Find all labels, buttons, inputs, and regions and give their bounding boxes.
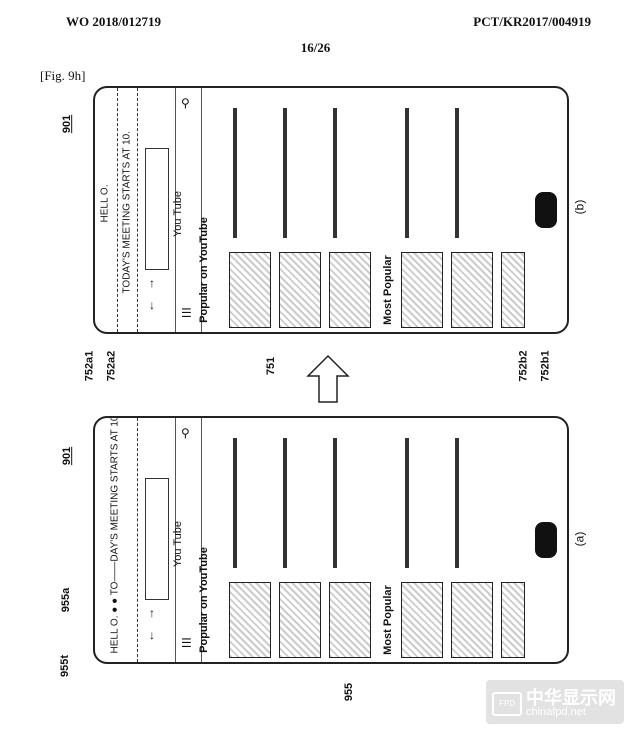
menu-icon-a[interactable]: ☰: [181, 636, 192, 650]
back-arrow-icon[interactable]: ↓: [149, 628, 155, 642]
most-popular-title-a: Most Popular: [381, 585, 394, 655]
watermark-cn: 中华显示网: [526, 688, 616, 708]
video-thumb-a3[interactable]: [329, 582, 371, 658]
title-bar-a3: [333, 438, 337, 568]
application-number: PCT/KR2017/004919: [473, 14, 591, 29]
ref-751: 751: [265, 356, 278, 376]
video-thumb-a1[interactable]: [229, 582, 271, 658]
home-button-a[interactable]: [535, 522, 557, 558]
title-bar-b4: [405, 108, 409, 238]
search-icon-a[interactable]: ⚲: [181, 426, 190, 440]
strip-text-a: HELL O. ● ● TO——DAY'S MEETING STARTS AT …: [109, 416, 121, 654]
phone-b: HELL O. TODAY'S MEETING STARTS AT 10. ↓ …: [93, 86, 569, 334]
page-number: 16/26: [300, 40, 331, 55]
strip-text-b1: HELL O.: [99, 184, 111, 223]
caption-a: (a): [572, 531, 587, 547]
watermark-en: chinafpd.net: [526, 706, 586, 718]
watermark: FPD 中华显示网 chinafpd.net: [486, 680, 624, 724]
search-icon-b[interactable]: ⚲: [181, 96, 190, 110]
title-bar-a2: [283, 438, 287, 568]
watermark-logo: FPD: [492, 692, 522, 716]
menu-icon-b[interactable]: ☰: [181, 306, 192, 320]
ref-955: 955: [343, 682, 356, 702]
popular-title-b: Popular on YouTube: [197, 217, 210, 323]
ref-752b2: 752b2: [517, 350, 530, 382]
caption-b: (b): [572, 199, 587, 215]
forward-arrow-icon[interactable]: ↑: [149, 276, 155, 290]
browser-toolbar-b: ↓ ↑: [137, 88, 176, 332]
home-button-b[interactable]: [535, 192, 557, 228]
title-bar-a5: [455, 438, 459, 568]
status-strip-b: HELL O.: [95, 88, 118, 332]
video-thumb-a2[interactable]: [279, 582, 321, 658]
most-popular-title-b: Most Popular: [381, 255, 394, 325]
video-thumb-a6[interactable]: [501, 582, 525, 658]
ref-955a: 955a: [60, 587, 73, 613]
title-bar-b3: [333, 108, 337, 238]
url-box-a[interactable]: [145, 478, 169, 600]
publication-number: WO 2018/012719: [66, 14, 161, 29]
forward-arrow-icon[interactable]: ↑: [149, 606, 155, 620]
video-thumb-a4[interactable]: [401, 582, 443, 658]
browser-toolbar-a: ↓ ↑: [137, 418, 176, 662]
title-bar-a1: [233, 438, 237, 568]
video-thumb-b3[interactable]: [329, 252, 371, 328]
strip-text-b2: TODAY'S MEETING STARTS AT 10.: [121, 130, 133, 294]
youtube-bar-a: You Tube ☰ ⚲: [172, 418, 202, 662]
url-box-b[interactable]: [145, 148, 169, 270]
video-thumb-a5[interactable]: [451, 582, 493, 658]
popular-title-a: Popular on YouTube: [197, 547, 210, 653]
transition-arrow-icon: [306, 354, 350, 403]
title-bar-a4: [405, 438, 409, 568]
youtube-logo-a[interactable]: You Tube: [172, 520, 185, 568]
video-thumb-b2[interactable]: [279, 252, 321, 328]
ref-752a1: 752a1: [83, 350, 96, 382]
youtube-logo-b[interactable]: You Tube: [172, 190, 185, 238]
ref-901-b: 901: [61, 114, 74, 134]
ref-901-a: 901: [61, 446, 74, 466]
ref-955t: 955t: [59, 654, 72, 678]
figure-label: [Fig. 9h]: [40, 68, 86, 83]
back-arrow-icon[interactable]: ↓: [149, 298, 155, 312]
video-thumb-b6[interactable]: [501, 252, 525, 328]
video-thumb-b5[interactable]: [451, 252, 493, 328]
video-thumb-b4[interactable]: [401, 252, 443, 328]
title-bar-b1: [233, 108, 237, 238]
status-strip-b2: TODAY'S MEETING STARTS AT 10.: [117, 88, 138, 332]
title-bar-b5: [455, 108, 459, 238]
status-strip-a: HELL O. ● ● TO——DAY'S MEETING STARTS AT …: [95, 418, 138, 662]
phone-a: HELL O. ● ● TO——DAY'S MEETING STARTS AT …: [93, 416, 569, 664]
video-thumb-b1[interactable]: [229, 252, 271, 328]
ref-752b1: 752b1: [539, 350, 552, 382]
ref-752a2: 752a2: [105, 350, 118, 382]
title-bar-b2: [283, 108, 287, 238]
youtube-bar-b: You Tube ☰ ⚲: [172, 88, 202, 332]
